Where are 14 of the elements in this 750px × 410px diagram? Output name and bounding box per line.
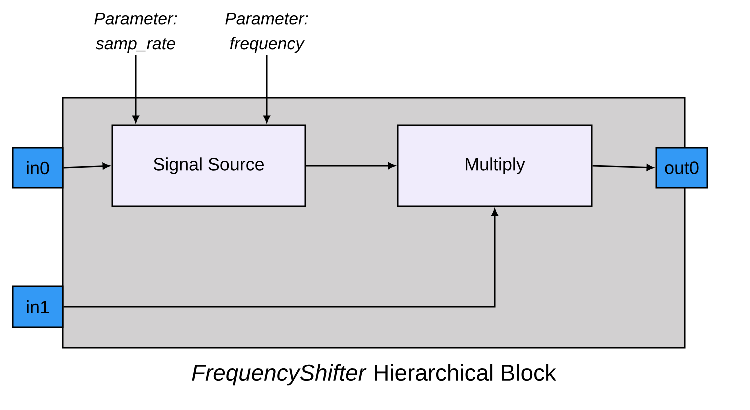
process-box: Multiply [397, 124, 593, 208]
port-box: in0 [12, 147, 64, 189]
node-label: FrequencyShifter Hierarchical Block [192, 364, 556, 386]
arrow [132, 55, 140, 123]
port-box: out0 [656, 147, 708, 189]
arrow [264, 55, 270, 123]
process-box: Signal Source [112, 124, 306, 208]
parameter-label: Parameter: samp_rate [94, 12, 178, 54]
arrow [64, 163, 110, 170]
arrow [306, 162, 396, 170]
arrow [64, 209, 498, 308]
arrow [592, 164, 654, 172]
parameter-label: Parameter: frequency [226, 12, 308, 54]
port-box: in1 [12, 286, 64, 328]
